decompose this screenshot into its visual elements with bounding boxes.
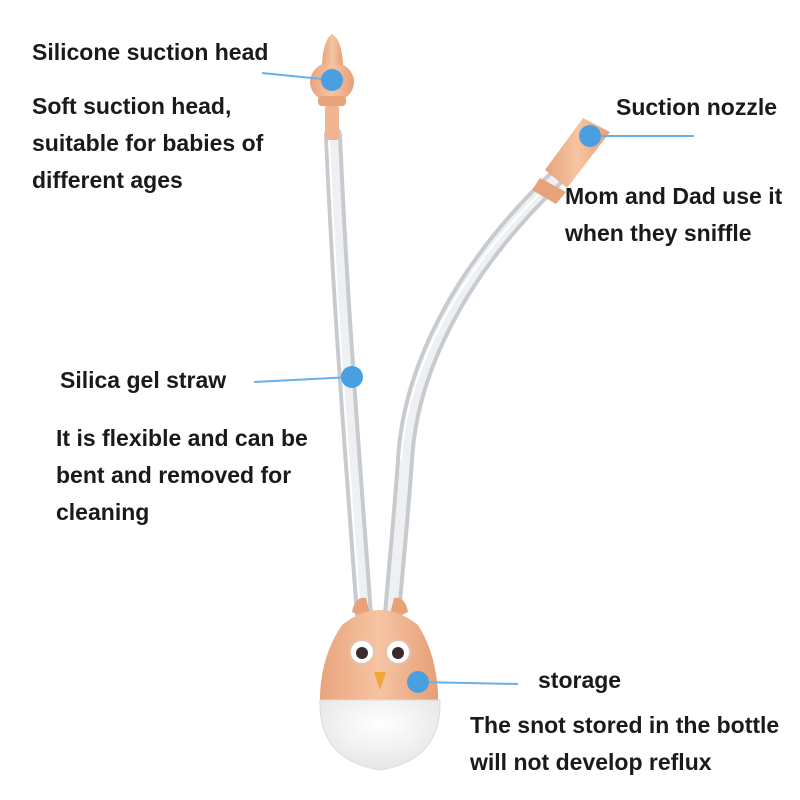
nozzle-description: Mom and Dad use it when they sniffle: [565, 183, 783, 246]
storage-title: storage: [538, 667, 622, 693]
callout-nozzle: [579, 125, 694, 147]
straw-description: It is flexible and can be bent and remov…: [56, 425, 308, 525]
callout-suction-head: [261, 69, 343, 91]
callout-storage: [407, 671, 519, 693]
callout-straw: [253, 366, 363, 388]
straw-title: Silica gel straw: [60, 367, 227, 393]
nozzle-title: Suction nozzle: [616, 94, 777, 120]
suction-head-title: Silicone suction head: [32, 39, 269, 65]
suction-head-description: Soft suction head, suitable for babies o…: [32, 93, 264, 193]
storage-description: The snot stored in the bottle will not d…: [470, 712, 780, 775]
right-straw: [383, 171, 563, 624]
